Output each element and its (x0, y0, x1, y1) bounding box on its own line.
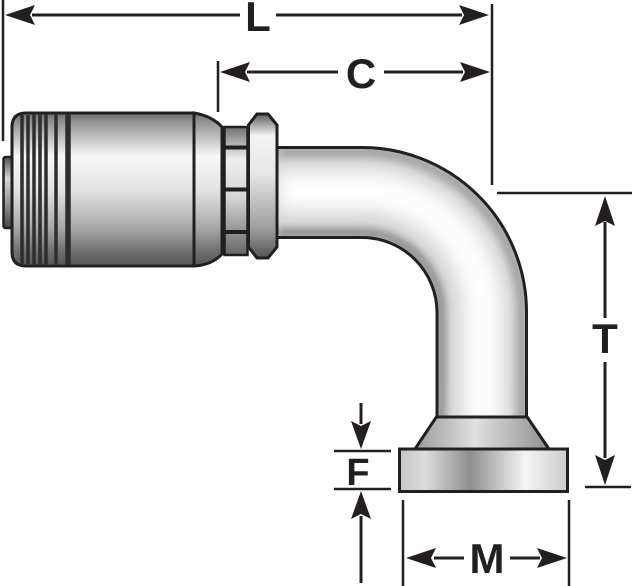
dimension-label-F: F (346, 452, 369, 494)
arrowhead-right-icon (537, 548, 567, 568)
elbow-tube-outline (274, 145, 528, 419)
flange-cone (412, 414, 552, 451)
dimension-label-L: L (245, 0, 271, 40)
dimension-label-M: M (470, 535, 505, 582)
dimension-M: M (401, 500, 571, 586)
collar-segment-dividers (224, 145, 248, 234)
arrowhead-up-icon (595, 196, 615, 226)
dimension-label-T: T (592, 315, 618, 362)
shell-taper (192, 111, 224, 268)
dimension-label-C: C (346, 50, 376, 97)
arrowhead-left-icon (406, 548, 436, 568)
arrowhead-right-icon (460, 62, 490, 82)
crimp-shell-ribs (20, 114, 71, 265)
arrowhead-left-icon (220, 62, 250, 82)
arrowhead-up-icon (351, 491, 371, 519)
arrowhead-left-icon (5, 5, 35, 25)
elbow-tube-shading (277, 147, 527, 417)
arrowhead-down-icon (595, 455, 615, 485)
retaining-washer (247, 112, 279, 260)
dimension-T: T (497, 191, 632, 489)
tube-highlight (277, 171, 503, 417)
fitting-illustration (2, 111, 569, 493)
tube-inner-shade (277, 228, 446, 417)
arrowhead-right-icon (459, 5, 489, 25)
tube-outer-shade (277, 147, 527, 417)
arrowhead-down-icon (351, 421, 371, 449)
dimension-L: L (1, 0, 489, 141)
dimension-C: C (216, 4, 494, 185)
flange-base (398, 447, 569, 493)
dimension-F: F (334, 403, 391, 583)
